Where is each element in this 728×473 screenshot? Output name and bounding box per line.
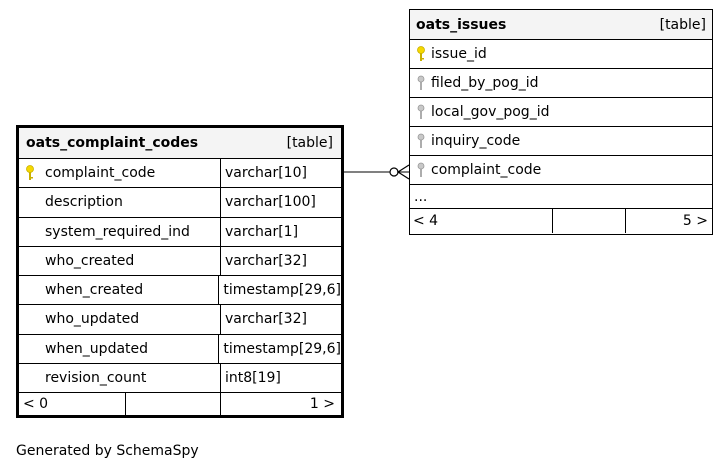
column-name: who_created	[45, 252, 135, 269]
column-row-revision-count[interactable]: revision_count int8[19]	[19, 363, 341, 393]
primary-key-icon	[19, 159, 41, 187]
footer-middle	[553, 209, 626, 233]
column-row-complaint-code[interactable]: complaint_code varchar[10]	[19, 159, 341, 189]
column-name: complaint_code	[431, 162, 542, 178]
column-row-who-created[interactable]: who_created varchar[32]	[19, 246, 341, 276]
column-row-who-updated[interactable]: who_updated varchar[32]	[19, 305, 341, 335]
column-name: description	[45, 194, 123, 211]
children-count[interactable]: 1 >	[309, 396, 335, 412]
foreign-key-icon	[410, 127, 431, 155]
zero-optional-marker	[389, 167, 399, 177]
column-name: filed_by_pog_id	[431, 75, 539, 91]
column-type: varchar[32]	[220, 246, 341, 275]
primary-key-icon	[410, 40, 431, 68]
foreign-key-icon	[410, 69, 431, 97]
column-row-when-updated[interactable]: when_updated timestamp[29,6]	[19, 334, 341, 364]
column-row-description[interactable]: description varchar[100]	[19, 188, 341, 218]
column-name: complaint_code	[45, 165, 156, 182]
column-row-filed-by-pog-id[interactable]: filed_by_pog_id	[410, 69, 712, 98]
table-header[interactable]: oats_issues [table]	[410, 10, 712, 40]
column-type: timestamp[29,6]	[218, 276, 341, 305]
column-name: issue_id	[431, 46, 487, 62]
table-header[interactable]: oats_complaint_codes [table]	[19, 128, 341, 159]
column-name: who_updated	[45, 311, 140, 328]
column-row-issue-id[interactable]: issue_id	[410, 40, 712, 69]
table-name: oats_complaint_codes	[26, 135, 199, 151]
table-footer: < 4 5 >	[410, 209, 712, 233]
table-kind: [table]	[659, 16, 706, 33]
parents-count[interactable]: < 0	[19, 393, 126, 415]
column-row-complaint-code[interactable]: complaint_code	[410, 156, 712, 185]
footer-middle	[126, 393, 221, 415]
column-type: timestamp[29,6]	[218, 334, 341, 363]
column-row-system-required-ind[interactable]: system_required_ind varchar[1]	[19, 217, 341, 247]
column-type: varchar[10]	[220, 159, 341, 188]
table-kind: [table]	[286, 135, 333, 151]
table-oats-issues[interactable]: oats_issues [table] issue_id filed_by_po…	[409, 9, 713, 235]
more-columns-indicator: ...	[414, 188, 428, 205]
column-name: revision_count	[45, 369, 147, 386]
column-row-inquiry-code[interactable]: inquiry_code	[410, 127, 712, 156]
more-columns-row[interactable]: ...	[410, 185, 712, 209]
column-row-when-created[interactable]: when_created timestamp[29,6]	[19, 276, 341, 306]
crows-foot-marker	[396, 164, 410, 180]
generated-by-caption: Generated by SchemaSpy	[16, 443, 199, 459]
column-name: inquiry_code	[431, 133, 521, 149]
foreign-key-icon	[410, 98, 431, 126]
column-name: when_created	[45, 282, 144, 299]
column-type: varchar[1]	[220, 217, 341, 246]
column-row-local-gov-pog-id[interactable]: local_gov_pog_id	[410, 98, 712, 127]
table-footer: < 0 1 >	[19, 393, 341, 415]
column-type: int8[19]	[220, 363, 341, 392]
table-name: oats_issues	[416, 16, 507, 33]
column-name: local_gov_pog_id	[431, 104, 550, 120]
column-name: when_updated	[45, 340, 149, 357]
column-type: varchar[100]	[220, 188, 341, 217]
column-type: varchar[32]	[220, 305, 341, 334]
column-name: system_required_ind	[45, 223, 190, 240]
children-count[interactable]: 5 >	[682, 213, 708, 229]
foreign-key-icon	[410, 156, 431, 184]
table-oats-complaint-codes[interactable]: oats_complaint_codes [table] complaint_c…	[16, 125, 344, 418]
parents-count[interactable]: < 4	[410, 209, 553, 233]
